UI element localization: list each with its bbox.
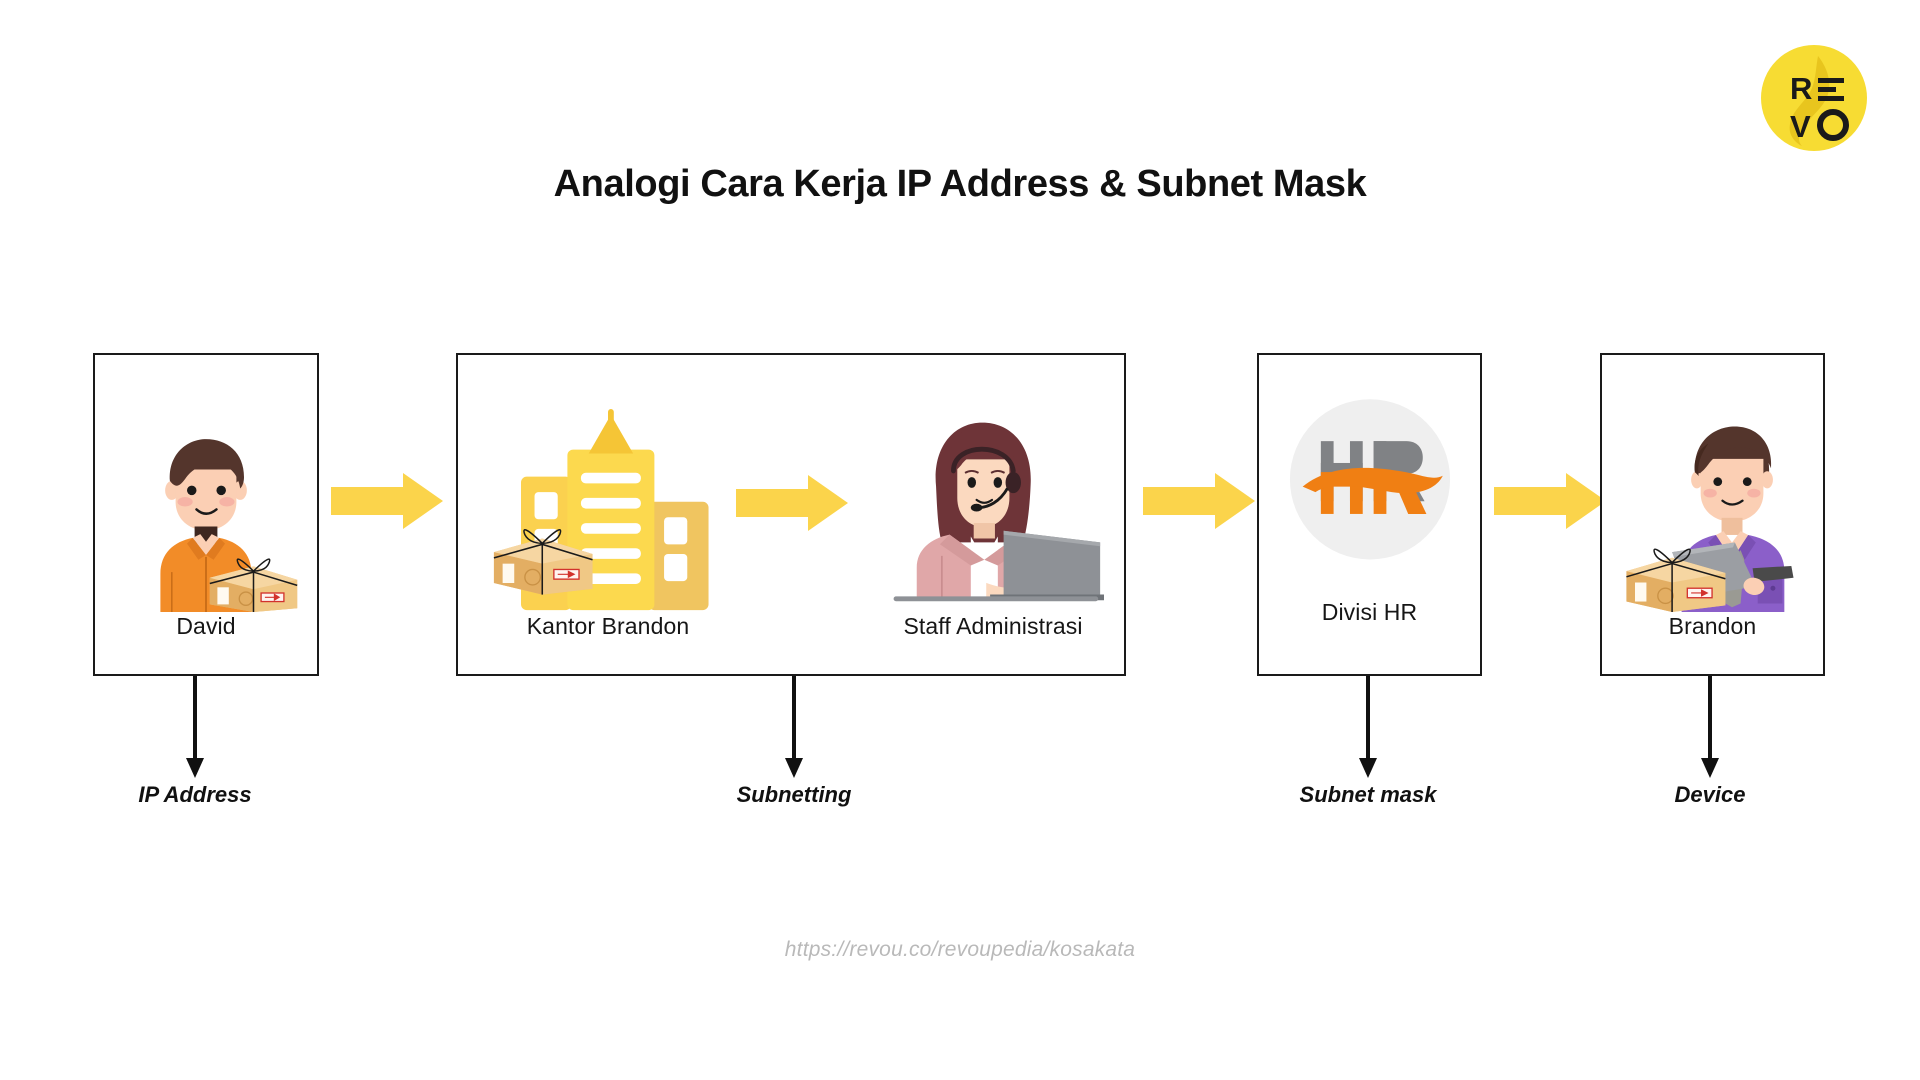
stage-label-staff-administrasi: Staff Administrasi — [903, 613, 1083, 639]
arrow-staff-to-hr — [1143, 471, 1255, 531]
stage-box-subnet-mask: Divisi HR — [1257, 353, 1482, 676]
stage-cell-brandon: Brandon — [1602, 355, 1823, 674]
page-title: Analogi Cara Kerja IP Address & Subnet M… — [553, 163, 1367, 205]
annotation-subnetting: Subnetting — [736, 782, 852, 807]
package-icon — [1625, 548, 1726, 612]
hr-logo-art — [1259, 363, 1480, 602]
arrow-hr-to-brandon — [1494, 471, 1606, 531]
office-buildings-with-package-art — [458, 363, 758, 612]
stage-box-subnetting: Kantor Brandon — [456, 353, 1126, 676]
stage-box-ip-address: David — [93, 353, 319, 676]
person-with-laptop-and-package-art — [1602, 363, 1823, 612]
admin-staff-with-laptop-art — [858, 363, 1128, 612]
stage-cell-divisi-hr: Divisi HR — [1259, 355, 1480, 674]
annotation-ip-address: IP Address — [138, 782, 252, 807]
logo-letter-r: R — [1790, 71, 1812, 106]
annotation-subnet-mask: Subnet mask — [1299, 782, 1437, 807]
down-arrow-device — [1697, 676, 1723, 786]
source-url[interactable]: https://revou.co/revoupedia/kosakata — [784, 938, 1136, 961]
stage-cell-kantor-brandon: Kantor Brandon — [458, 355, 758, 674]
stage-label-divisi-hr: Divisi HR — [1321, 599, 1418, 625]
stage-label-brandon: Brandon — [1668, 613, 1757, 639]
arrow-kantor-to-staff — [736, 473, 848, 533]
stage-cell-staff-administrasi: Staff Administrasi — [858, 355, 1128, 674]
stage-label-david: David — [176, 613, 236, 639]
stage-box-device: Brandon — [1600, 353, 1825, 676]
arrow-david-to-kantor — [331, 471, 443, 531]
down-arrow-ip-address — [182, 676, 208, 786]
package-icon — [493, 529, 593, 595]
annotation-device: Device — [1674, 782, 1746, 807]
down-arrow-subnet-mask — [1355, 676, 1381, 786]
stage-cell-david: David — [95, 355, 317, 674]
revou-logo: R V — [1758, 42, 1870, 154]
package-icon — [209, 558, 298, 612]
logo-letter-v: V — [1790, 109, 1811, 144]
stage-label-kantor-brandon: Kantor Brandon — [526, 613, 690, 639]
down-arrow-subnetting — [781, 676, 807, 786]
hr-letters — [1302, 440, 1443, 514]
person-with-package-art — [95, 363, 317, 612]
